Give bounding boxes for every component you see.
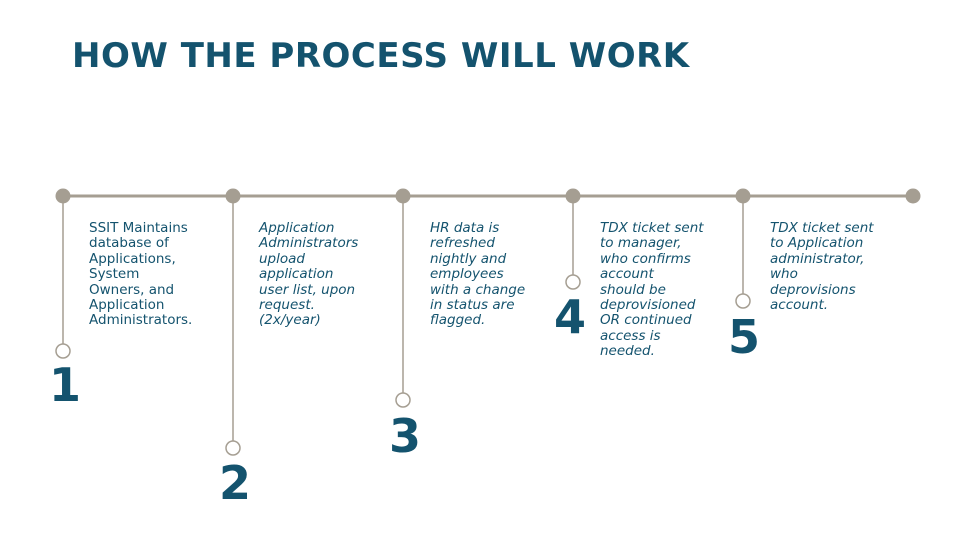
marker-circle-4	[565, 274, 581, 290]
timeline-node-5	[735, 188, 751, 204]
marker-circle-1	[55, 343, 71, 359]
marker-circle-2	[225, 440, 241, 456]
marker-circle-3	[395, 392, 411, 408]
step-4-description: TDX ticket sent to manager, who confirms…	[600, 220, 704, 360]
timeline-node-4	[565, 188, 581, 204]
timeline-node-1	[55, 188, 71, 204]
step-5-number: 5	[728, 310, 761, 364]
step-3-description: HR data is refreshed nightly and employe…	[430, 220, 526, 329]
step-2-number: 2	[219, 456, 252, 510]
step-1-number: 1	[49, 358, 82, 412]
timeline-node-end	[905, 188, 921, 204]
timeline-node-3	[395, 188, 411, 204]
step-3-number: 3	[389, 409, 422, 463]
step-4-number: 4	[554, 290, 587, 344]
slide-title: HOW THE PROCESS WILL WORK	[72, 36, 690, 76]
step-1-description: SSIT Maintains database of Applications,…	[89, 220, 193, 329]
timeline-node-2	[225, 188, 241, 204]
step-2-description: Application Administrators upload applic…	[259, 220, 359, 329]
marker-circle-5	[735, 293, 751, 309]
step-5-description: TDX ticket sent to Application administr…	[770, 220, 874, 314]
